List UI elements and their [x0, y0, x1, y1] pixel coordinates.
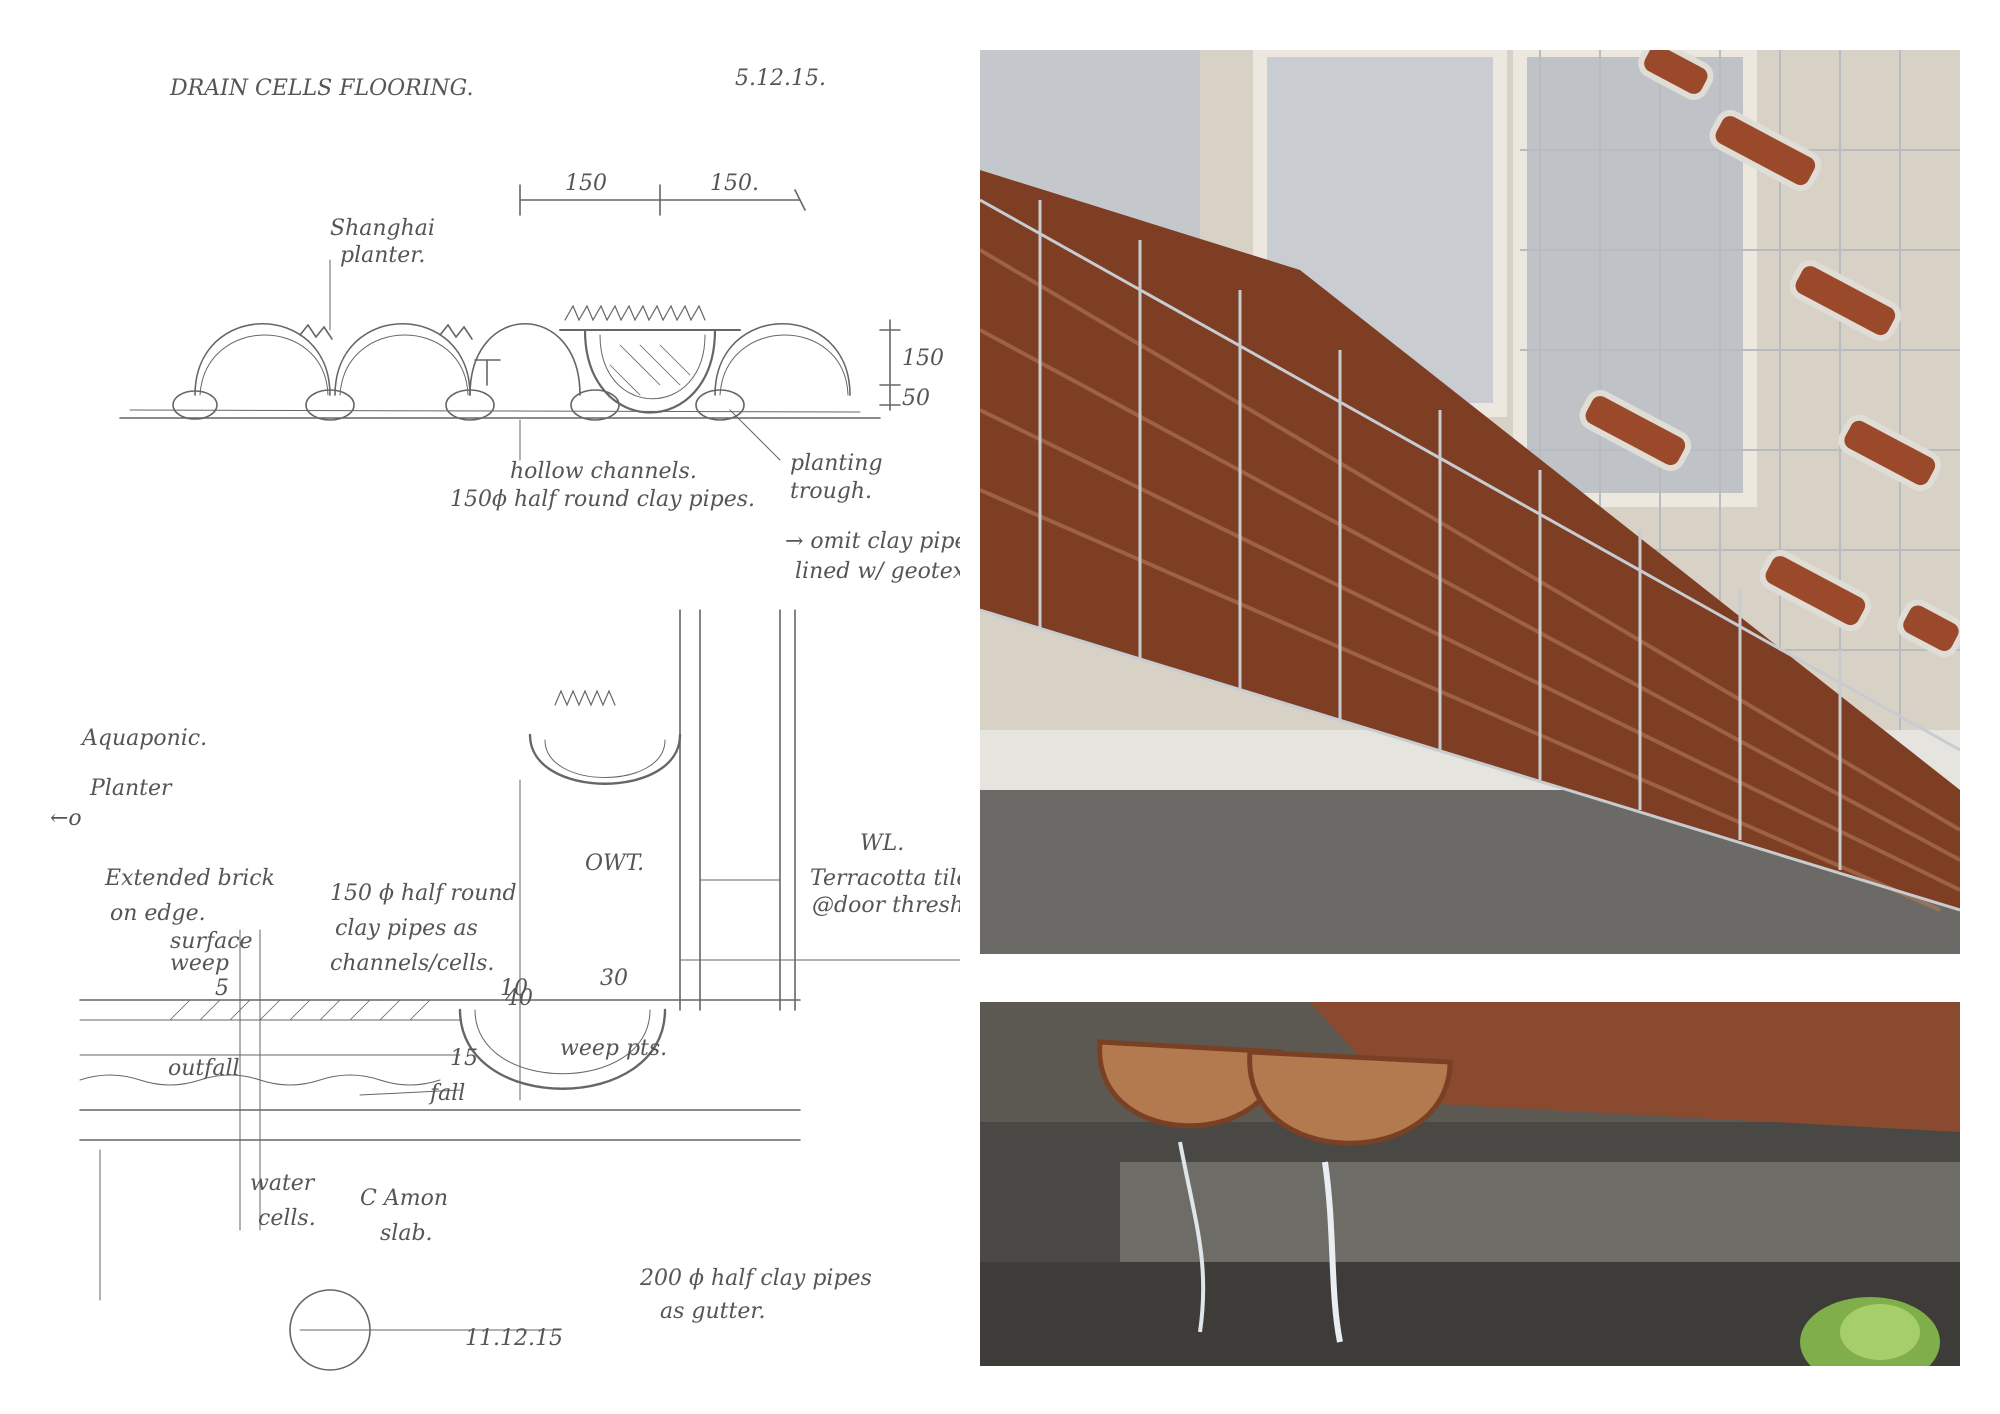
dim-150-v: 150: [902, 346, 944, 371]
fall-arrow: [359, 1089, 461, 1096]
gutter-photo: [980, 1002, 1960, 1366]
arch-4b: [719, 334, 849, 396]
hollow-label-2: 150ϕ half round clay pipes.: [450, 487, 755, 512]
shanghai-label-1: Shanghai: [330, 216, 435, 241]
terracotta-label-2: @door threshold.: [812, 893, 960, 918]
num-40: 40: [504, 986, 533, 1011]
weep-pts-label: weep pts.: [560, 1036, 667, 1061]
foot-3: [445, 389, 495, 421]
planter-marks-1: [299, 323, 333, 340]
arch-2: [334, 323, 471, 396]
brick-label-1: Extended brick: [104, 866, 275, 891]
foot-1: [172, 390, 218, 420]
foot-4: [570, 389, 620, 421]
initials: 11.12.15: [465, 1326, 563, 1351]
slab-label-1: C Amon: [360, 1186, 448, 1211]
trough-hatch: [609, 344, 691, 396]
arch-1: [194, 323, 331, 396]
gutter-label-2: as gutter.: [660, 1299, 765, 1324]
water-cells-1: water: [250, 1171, 316, 1196]
aquaponic-arrow: ←o: [50, 806, 82, 831]
num-15: 15: [450, 1046, 478, 1071]
dim-tick-3: [794, 189, 806, 211]
owt-label: OWT.: [585, 851, 644, 876]
brick-label-2: on edge.: [110, 901, 206, 926]
leader-trough: [729, 409, 781, 461]
pencil-sketch-sheet: DRAIN CELLS FLOORING. 5.12.15. 150 150. …: [0, 0, 960, 1414]
ground-line-2: [129, 409, 861, 413]
clay-label-1: 150 ϕ half round: [330, 881, 517, 906]
arch-4: [714, 323, 851, 396]
gutter-pipe: [458, 1008, 667, 1090]
gutter-photo-art: [980, 1002, 1960, 1366]
canopy-photo: [980, 50, 1960, 954]
outfall-label: outfall: [168, 1056, 240, 1081]
gutter-pipe-inner: [474, 1009, 651, 1075]
sketch-date: 5.12.15.: [735, 66, 826, 91]
trough-label-3: → omit clay pipe: [785, 529, 960, 554]
canopy-photo-art: [980, 50, 1960, 954]
terracotta-label-1: Terracotta tiles: [810, 866, 960, 891]
trough-label-4: lined w/ geotex: [795, 559, 960, 584]
arch-1b: [199, 334, 329, 396]
upper-pipe-inner: [544, 739, 666, 778]
sketch-drawing: DRAIN CELLS FLOORING. 5.12.15. 150 150. …: [50, 66, 960, 1371]
gutter-label-1: 200 ϕ half clay pipes: [639, 1266, 872, 1291]
aquaponic-label-1: Aquaponic.: [80, 726, 207, 751]
clay-label-2: clay pipes as: [335, 916, 478, 941]
planter-marks-2: [439, 323, 473, 340]
water-cells-2: cells.: [258, 1206, 316, 1231]
upper-pipe: [528, 733, 682, 785]
floor-hatch: [169, 999, 431, 1021]
hollow-label-1: hollow channels.: [510, 459, 697, 484]
wl-label: WL.: [860, 831, 904, 856]
arch-2b: [339, 334, 469, 396]
slab-label-2: slab.: [380, 1221, 433, 1246]
upper-plants: [554, 689, 616, 707]
arch-3: [469, 322, 581, 396]
num-10: 10: [500, 976, 528, 1001]
sketch-title: DRAIN CELLS FLOORING.: [169, 76, 473, 101]
clay-label-3: channels/cells.: [330, 951, 494, 976]
dim-150-b: 150.: [710, 171, 759, 196]
trough-curve: [583, 328, 717, 414]
aquaponic-label-2: Planter: [89, 776, 173, 801]
foot-5: [695, 389, 745, 421]
trough-inner: [599, 334, 706, 400]
shanghai-label-2: planter.: [340, 243, 425, 268]
num-30: 30: [600, 966, 628, 991]
dim-150-a: 150: [565, 171, 607, 196]
trough-label-2: trough.: [790, 479, 872, 504]
weep-label-2: weep: [170, 951, 229, 976]
fall-label: fall: [428, 1081, 465, 1106]
num-5: 5: [215, 976, 229, 1001]
trough-plants: [564, 304, 706, 322]
dim-50: 50: [902, 386, 930, 411]
trough-label-1: planting: [790, 451, 883, 476]
foot-2: [305, 389, 355, 421]
weep-label-1: surface: [170, 929, 253, 954]
